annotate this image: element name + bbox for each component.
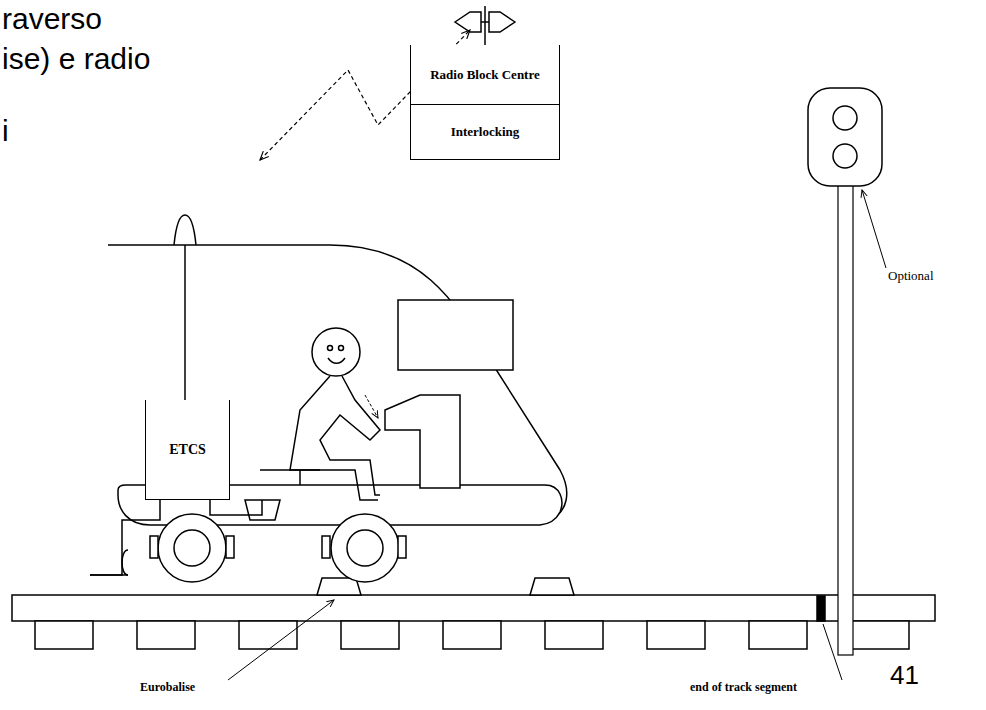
rbc-antenna [455,6,515,45]
slide-text: raverso [2,2,102,36]
interlocking-box: Interlocking [410,105,560,160]
balise-label: Eurobalise [140,680,195,695]
sleeper [443,621,501,649]
sleeper [35,621,93,649]
slide-text: ise) e radio [2,42,150,76]
signal-label: Optional [888,268,934,284]
sleeper [545,621,603,649]
node-label: Radio Block Centre [430,67,540,83]
eurobalise-symbol [530,578,574,595]
sleeper [137,621,195,649]
slide-text: i [2,114,9,148]
track-end-label: end of track segment [690,680,797,695]
signal [808,88,882,655]
train [90,215,567,582]
track [12,595,935,649]
etcs-box: ETCS [145,400,230,500]
node-label: ETCS [169,442,206,458]
leader-line [823,624,842,680]
sleeper [851,621,909,649]
node-label: Interlocking [451,124,520,140]
rbc-box: Radio Block Centre [410,45,560,105]
leader-line [228,600,334,680]
end-of-track-mark [817,596,825,621]
leader-line [862,190,886,268]
driver-figure [260,328,380,500]
sleeper [647,621,705,649]
sleeper [341,621,399,649]
page-number: 41 [890,660,919,691]
sleeper [749,621,807,649]
